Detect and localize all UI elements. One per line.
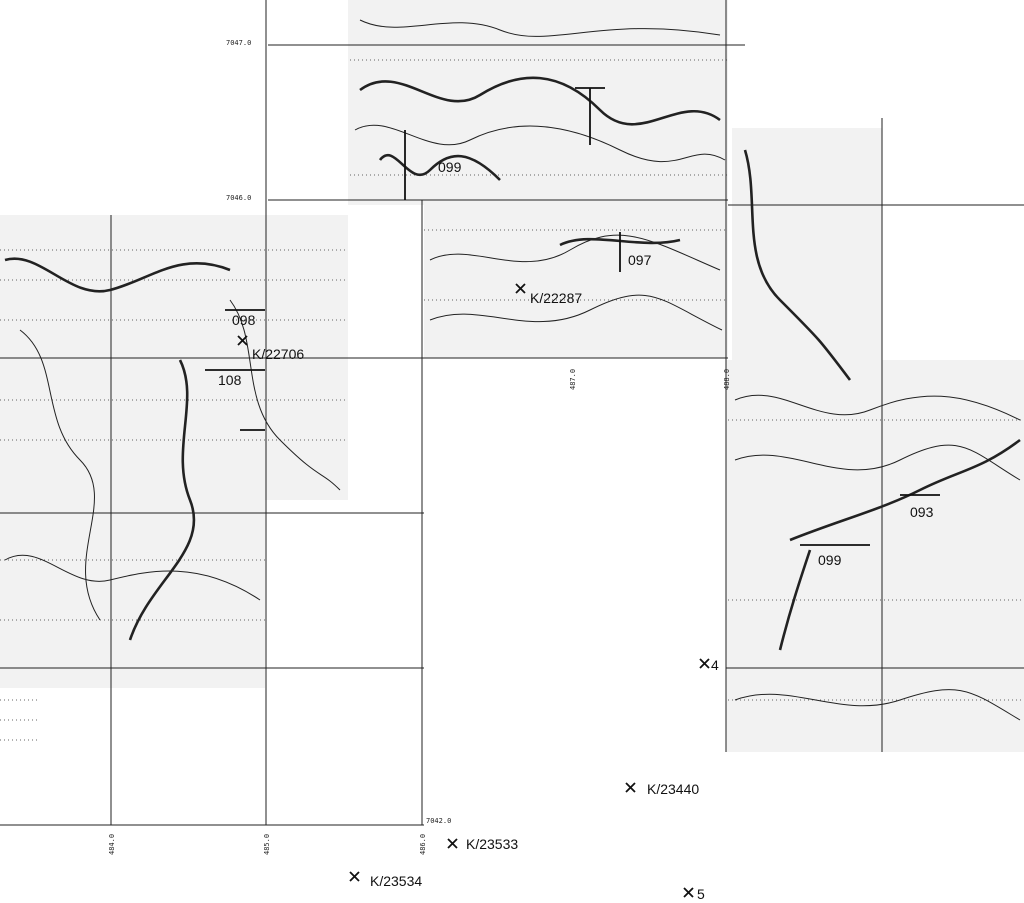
contour-line [429, 294, 723, 331]
contour-line [789, 438, 1021, 542]
panel-center [424, 200, 728, 358]
label-108: 108 [218, 372, 242, 388]
traverse-rows [0, 59, 1024, 741]
contour-line [378, 153, 501, 181]
cross-icon [237, 335, 248, 346]
contour-line [778, 549, 812, 651]
contour-line [429, 234, 721, 271]
sample-k23440: K/23440 [625, 781, 699, 797]
profile-markers [205, 87, 940, 546]
sample-x5: 5 [683, 886, 705, 902]
grid-lines [0, 0, 1024, 826]
contour-line [354, 124, 726, 163]
contour-line [359, 76, 721, 126]
sample-k23534: K/23534 [349, 871, 422, 889]
grid-label-e486: 486.0 [419, 834, 427, 855]
contour-line [559, 237, 681, 247]
contour-line [128, 359, 196, 641]
label-093: 093 [910, 504, 934, 520]
panel-east-upper [732, 128, 882, 360]
sample-x4: 4 [699, 657, 719, 673]
cross-icon [447, 838, 458, 849]
contour-line [734, 689, 1021, 721]
panel-east [726, 360, 1024, 752]
label-097: 097 [628, 252, 652, 268]
contour-line [4, 257, 231, 293]
contours [4, 19, 1021, 721]
grid-label-e485: 485.0 [263, 834, 271, 855]
label-098: 098 [232, 312, 256, 328]
grid-labels: 7047.0 7046.0 7042.0 484.0 485.0 486.0 4… [108, 39, 731, 855]
sample-label: 5 [697, 886, 705, 902]
sample-k22706: K/22706 [237, 335, 304, 362]
cross-icon [515, 283, 526, 294]
grid-label-n7046: 7046.0 [226, 194, 251, 202]
contour-line [734, 394, 1021, 421]
contour-line [359, 19, 721, 37]
grid-label-e488: 488.0 [723, 369, 731, 390]
profile-labels: 099 097 098 108 099 093 [218, 159, 934, 568]
sample-markers: K/22287 K/22706 4 K/23440 K/23533 K/2353… [237, 283, 719, 902]
sample-k22287: K/22287 [515, 283, 582, 306]
contour-line [734, 444, 1021, 481]
sample-label: K/23533 [466, 836, 518, 852]
cross-icon [699, 658, 710, 669]
sample-k23533: K/23533 [447, 836, 518, 852]
panel-west-lower [0, 500, 265, 688]
cross-icon [349, 871, 360, 882]
contour-line [19, 329, 101, 621]
survey-panels [0, 0, 1024, 752]
grid-label-n7047: 7047.0 [226, 39, 251, 47]
sample-label: K/22287 [530, 290, 582, 306]
label-099b: 099 [818, 552, 842, 568]
grid-label-n7042: 7042.0 [426, 817, 451, 825]
sample-label: 4 [711, 657, 719, 673]
grid-label-e487: 487.0 [569, 369, 577, 390]
contour-line [229, 299, 341, 491]
sample-label: K/22706 [252, 346, 304, 362]
sample-label: K/23440 [647, 781, 699, 797]
cross-icon [683, 887, 694, 898]
contour-line [4, 554, 261, 601]
label-099: 099 [438, 159, 462, 175]
grid-label-e484: 484.0 [108, 834, 116, 855]
sample-label: K/23534 [370, 873, 422, 889]
contour-line [743, 149, 852, 381]
cross-icon [625, 782, 636, 793]
